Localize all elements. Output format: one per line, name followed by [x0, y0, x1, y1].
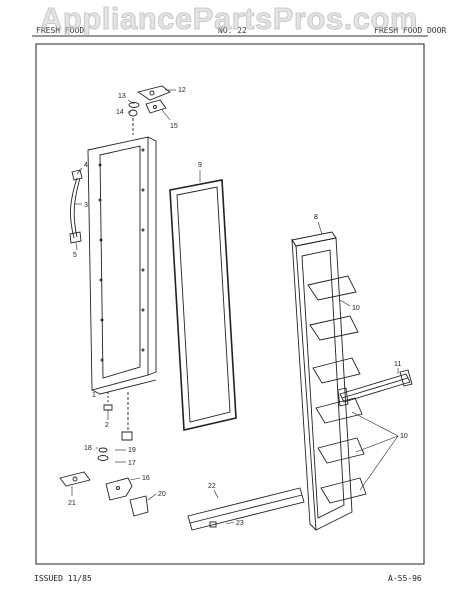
callout-2: 2	[105, 422, 109, 429]
callout-23: 23	[236, 520, 244, 527]
door-handle	[69, 169, 83, 244]
callout-14: 14	[116, 109, 124, 116]
callout-8: 8	[314, 214, 318, 221]
callout-10-upper: 10	[352, 305, 360, 312]
shelf-retainer-bar	[337, 369, 413, 407]
callout-20: 20	[158, 491, 166, 498]
callout-22: 22	[208, 483, 216, 490]
callout-labels: 12 13 14 15 4 3 5 1 2 18 19 17 21 16 20 …	[68, 87, 408, 527]
header-center: NO. 22	[218, 26, 247, 35]
bottom-hinge-assembly	[59, 392, 149, 517]
door-bottom-trim	[187, 487, 305, 531]
callout-13: 13	[118, 93, 126, 100]
diagram-frame	[35, 43, 425, 565]
callout-19: 19	[128, 447, 136, 454]
callout-15: 15	[170, 123, 178, 130]
callout-3: 3	[84, 202, 88, 209]
callout-5: 5	[73, 252, 77, 259]
callout-1: 1	[92, 392, 96, 399]
door-panel	[87, 136, 157, 395]
header-left: FRESH FOOD	[36, 26, 85, 35]
callout-16: 16	[142, 475, 150, 482]
callout-4: 4	[84, 162, 88, 169]
callout-12: 12	[178, 87, 186, 94]
callout-11: 11	[394, 361, 401, 368]
leader-lines	[71, 89, 399, 525]
footer-code: A-55-96	[388, 574, 422, 583]
callout-17: 17	[128, 460, 136, 467]
callout-9: 9	[198, 162, 202, 169]
door-gasket	[169, 179, 237, 431]
callout-18: 18	[84, 445, 92, 452]
callout-21: 21	[68, 500, 76, 507]
top-hinge-assembly	[128, 85, 171, 135]
door-liner	[291, 231, 367, 532]
footer-issued: ISSUED 11/85	[34, 574, 92, 583]
callout-10-lower: 10	[400, 433, 408, 440]
header-right: FRESH FOOD DOOR	[374, 26, 447, 35]
